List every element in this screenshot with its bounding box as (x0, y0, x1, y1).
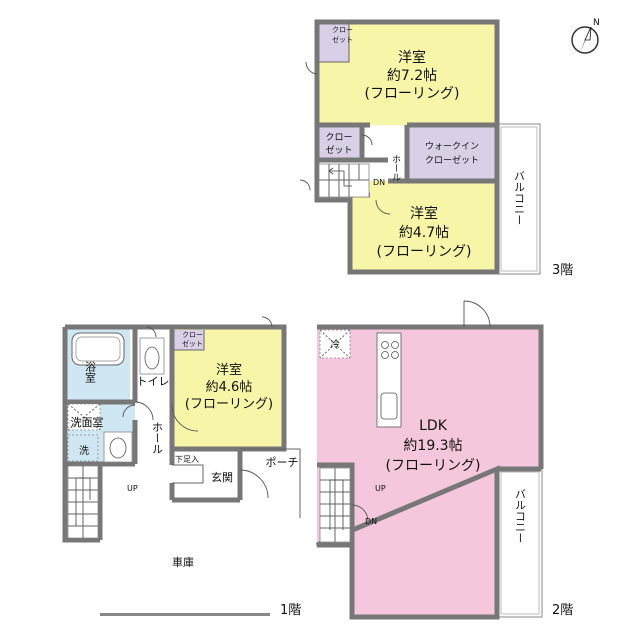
stairs-2f (319, 467, 351, 543)
ldk-area (317, 327, 541, 617)
stairs-3f (318, 163, 370, 198)
closet-1f-l1: クロー (182, 331, 203, 339)
washer-label: 洗 (79, 445, 89, 457)
up-1f-label: UP (127, 484, 138, 493)
walk-in-closet-l1: ウォークイン (425, 141, 479, 152)
level-3f-label: 3階 (552, 263, 573, 278)
closet-3f-mid (317, 125, 362, 160)
closet-3f-small (317, 22, 349, 62)
walls-1f-top (65, 324, 287, 452)
room-4-6-floor: (フローリング) (185, 397, 273, 412)
north-arrow-icon: N (571, 18, 600, 54)
ldk-floor: (フローリング) (386, 458, 481, 474)
garage-shutter-line (100, 613, 270, 616)
stairs-1f (67, 465, 99, 539)
kitchen-counter (376, 332, 402, 428)
room-7-2-size: 約7.2帖 (387, 68, 437, 84)
room-4-6-name: 洋室 (216, 362, 242, 378)
footstool-label: 下足入 (175, 455, 199, 464)
balcony-3f (497, 123, 541, 275)
ldk-name: LDK (419, 418, 448, 434)
room-4-7-name: 洋室 (410, 205, 438, 222)
porch-label: ポーチ (266, 456, 299, 469)
closet-1f (174, 330, 204, 350)
hall-3f-label: ホール (390, 154, 401, 181)
bathroom-label: 浴室 (84, 361, 97, 383)
room-4-6-size: 約4.6帖 (206, 380, 253, 395)
walls-3f (314, 19, 500, 275)
compass-label: N (593, 18, 600, 28)
closet-3f-mid-l1: クロー (325, 132, 352, 143)
garage-label: 車庫 (172, 555, 194, 569)
bathtub-icon (71, 332, 125, 366)
floor-1-plan: クロー ゼット 洋室 約4.6帖 (フローリング) 浴室 トイレ 洗面室 洗 ホ… (62, 316, 301, 618)
washroom-label: 洗面室 (71, 415, 104, 429)
level-1f-label: 1階 (280, 603, 301, 618)
balcony-3f-label: バルコニー (513, 171, 526, 226)
hall-1f-label: ホール (151, 421, 164, 454)
balcony-2f-label: バルコニー (514, 489, 527, 544)
ldk-size: 約19.3帖 (403, 438, 462, 454)
closet-3f-small-l2: ゼット (332, 35, 353, 44)
dn-2f-label: DN (365, 517, 377, 526)
closet-1f-l2: ゼット (182, 339, 203, 348)
floor-2-plan: バルコニー 冷 UP DN (316, 300, 573, 620)
level-2f-label: 2階 (552, 603, 573, 618)
closet-3f-mid-l2: ゼット (325, 144, 352, 156)
fridge-label: 冷 (330, 338, 340, 351)
toilet-icon (139, 337, 165, 375)
balcony-2f (497, 468, 543, 618)
walk-in-closet (407, 125, 497, 181)
floor-3-plan: バルコニー クロー ゼット 洋室 約7. (299, 19, 573, 278)
dn-3f-label: DN (373, 178, 385, 187)
wash-basin-icon (103, 431, 133, 463)
room-4-7-floor: (フローリング) (377, 244, 472, 260)
up-2f-label: UP (375, 484, 386, 493)
room-7-2-name: 洋室 (398, 49, 426, 66)
walk-in-closet-l2: クローゼット (425, 154, 479, 166)
closet-3f-small-l1: クロー (332, 26, 353, 34)
entrance-label: 玄関 (211, 470, 233, 484)
room-4-7 (350, 181, 497, 272)
toilet-label: トイレ (137, 375, 170, 388)
room-4-7-size: 約4.7帖 (399, 225, 449, 241)
room-7-2-floor: (フローリング) (365, 86, 460, 102)
